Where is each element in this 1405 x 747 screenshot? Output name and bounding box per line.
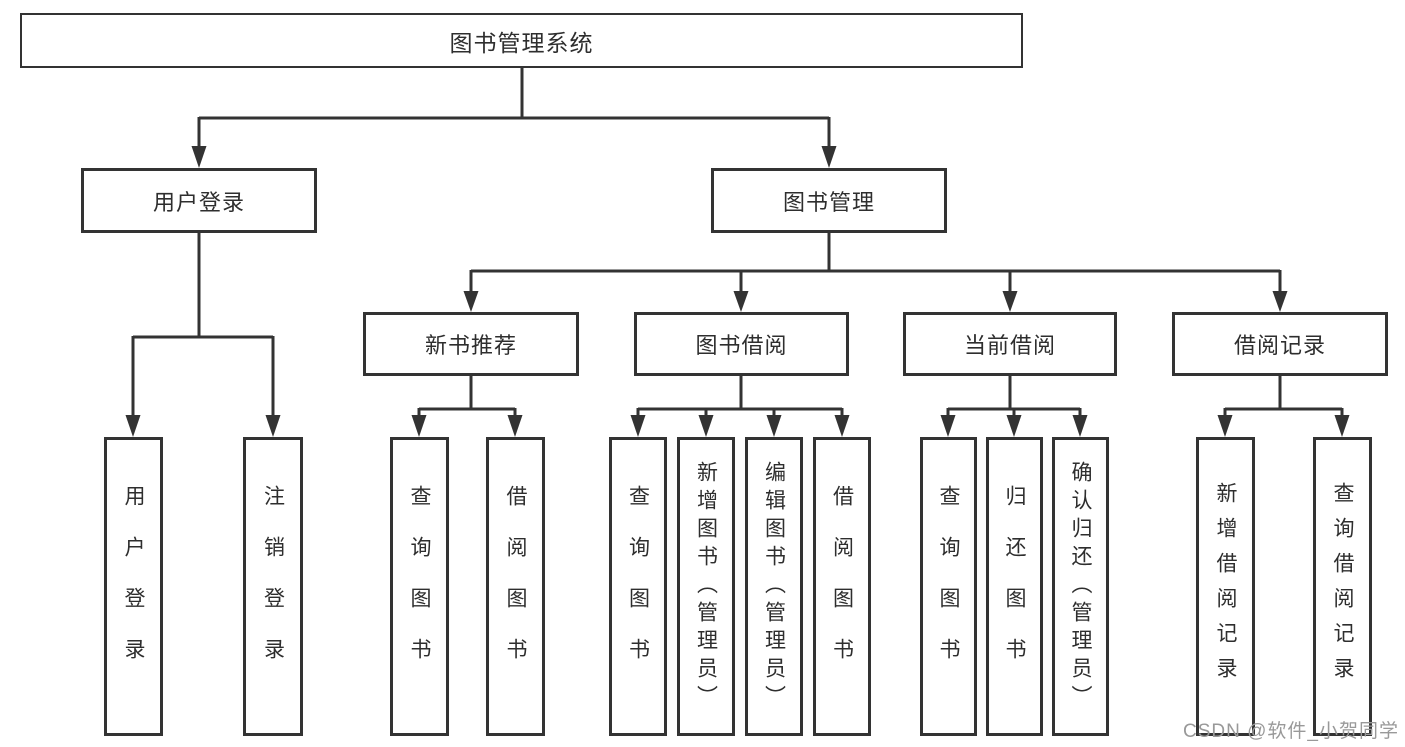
node-current-borrowing-label: 当前借阅 [963,333,1056,358]
leaf-query-books-recommend-label: 查询图书 [408,484,431,689]
leaf-add-borrow-record-label: 新增借阅记录 [1214,481,1237,692]
node-book-management-label: 图书管理 [782,189,875,215]
node-root-label: 图书管理系统 [449,29,594,56]
leaf-return-books: 归还图书 [986,437,1043,736]
leaf-logout: 注销登录 [243,437,303,736]
node-book-borrowing-label: 图书借阅 [695,333,788,358]
leaf-borrow-books-borrow: 借阅图书 [813,437,871,736]
node-borrowing-records: 借阅记录 [1172,312,1388,376]
leaf-return-books-label: 归还图书 [1003,484,1026,689]
leaf-add-book-admin-label: 新增图书（管理员） [694,460,718,713]
leaf-edit-book-admin-label: 编辑图书（管理员） [762,460,786,713]
node-current-borrowing: 当前借阅 [903,312,1117,376]
leaf-query-books-current: 查询图书 [920,437,977,736]
leaf-borrow-books-borrow-label: 借阅图书 [830,484,854,689]
leaf-edit-book-admin: 编辑图书（管理员） [745,437,803,736]
leaf-add-borrow-record: 新增借阅记录 [1196,437,1255,736]
csdn-watermark: CSDN @软件_小贺同学 [1183,721,1399,742]
node-user-login-label: 用户登录 [152,189,245,215]
node-book-management: 图书管理 [711,168,947,233]
leaf-query-books-borrow: 查询图书 [609,437,667,736]
leaf-borrow-books-recommend: 借阅图书 [486,437,545,736]
node-book-borrowing: 图书借阅 [634,312,849,376]
node-new-book-recommend-label: 新书推荐 [424,333,517,358]
node-borrowing-records-label: 借阅记录 [1233,333,1326,358]
leaf-user-login-label: 用户登录 [122,484,145,689]
leaf-user-login: 用户登录 [104,437,163,736]
leaf-query-books-borrow-label: 查询图书 [626,484,650,689]
tree-edges [131,68,1344,417]
leaf-logout-label: 注销登录 [261,484,285,689]
node-user-login: 用户登录 [81,168,317,233]
leaf-borrow-books-recommend-label: 借阅图书 [504,484,527,689]
node-new-book-recommend: 新书推荐 [363,312,579,376]
leaf-query-books-recommend: 查询图书 [390,437,449,736]
leaf-add-book-admin: 新增图书（管理员） [677,437,735,736]
leaf-confirm-return-admin-label: 确认归还（管理员） [1069,460,1092,713]
leaf-confirm-return-admin: 确认归还（管理员） [1052,437,1109,736]
arrowheads [125,146,1350,437]
leaf-query-borrow-record: 查询借阅记录 [1313,437,1372,736]
leaf-query-books-current-label: 查询图书 [937,484,960,689]
leaf-query-borrow-record-label: 查询借阅记录 [1331,481,1354,692]
node-root-system: 图书管理系统 [20,13,1023,68]
